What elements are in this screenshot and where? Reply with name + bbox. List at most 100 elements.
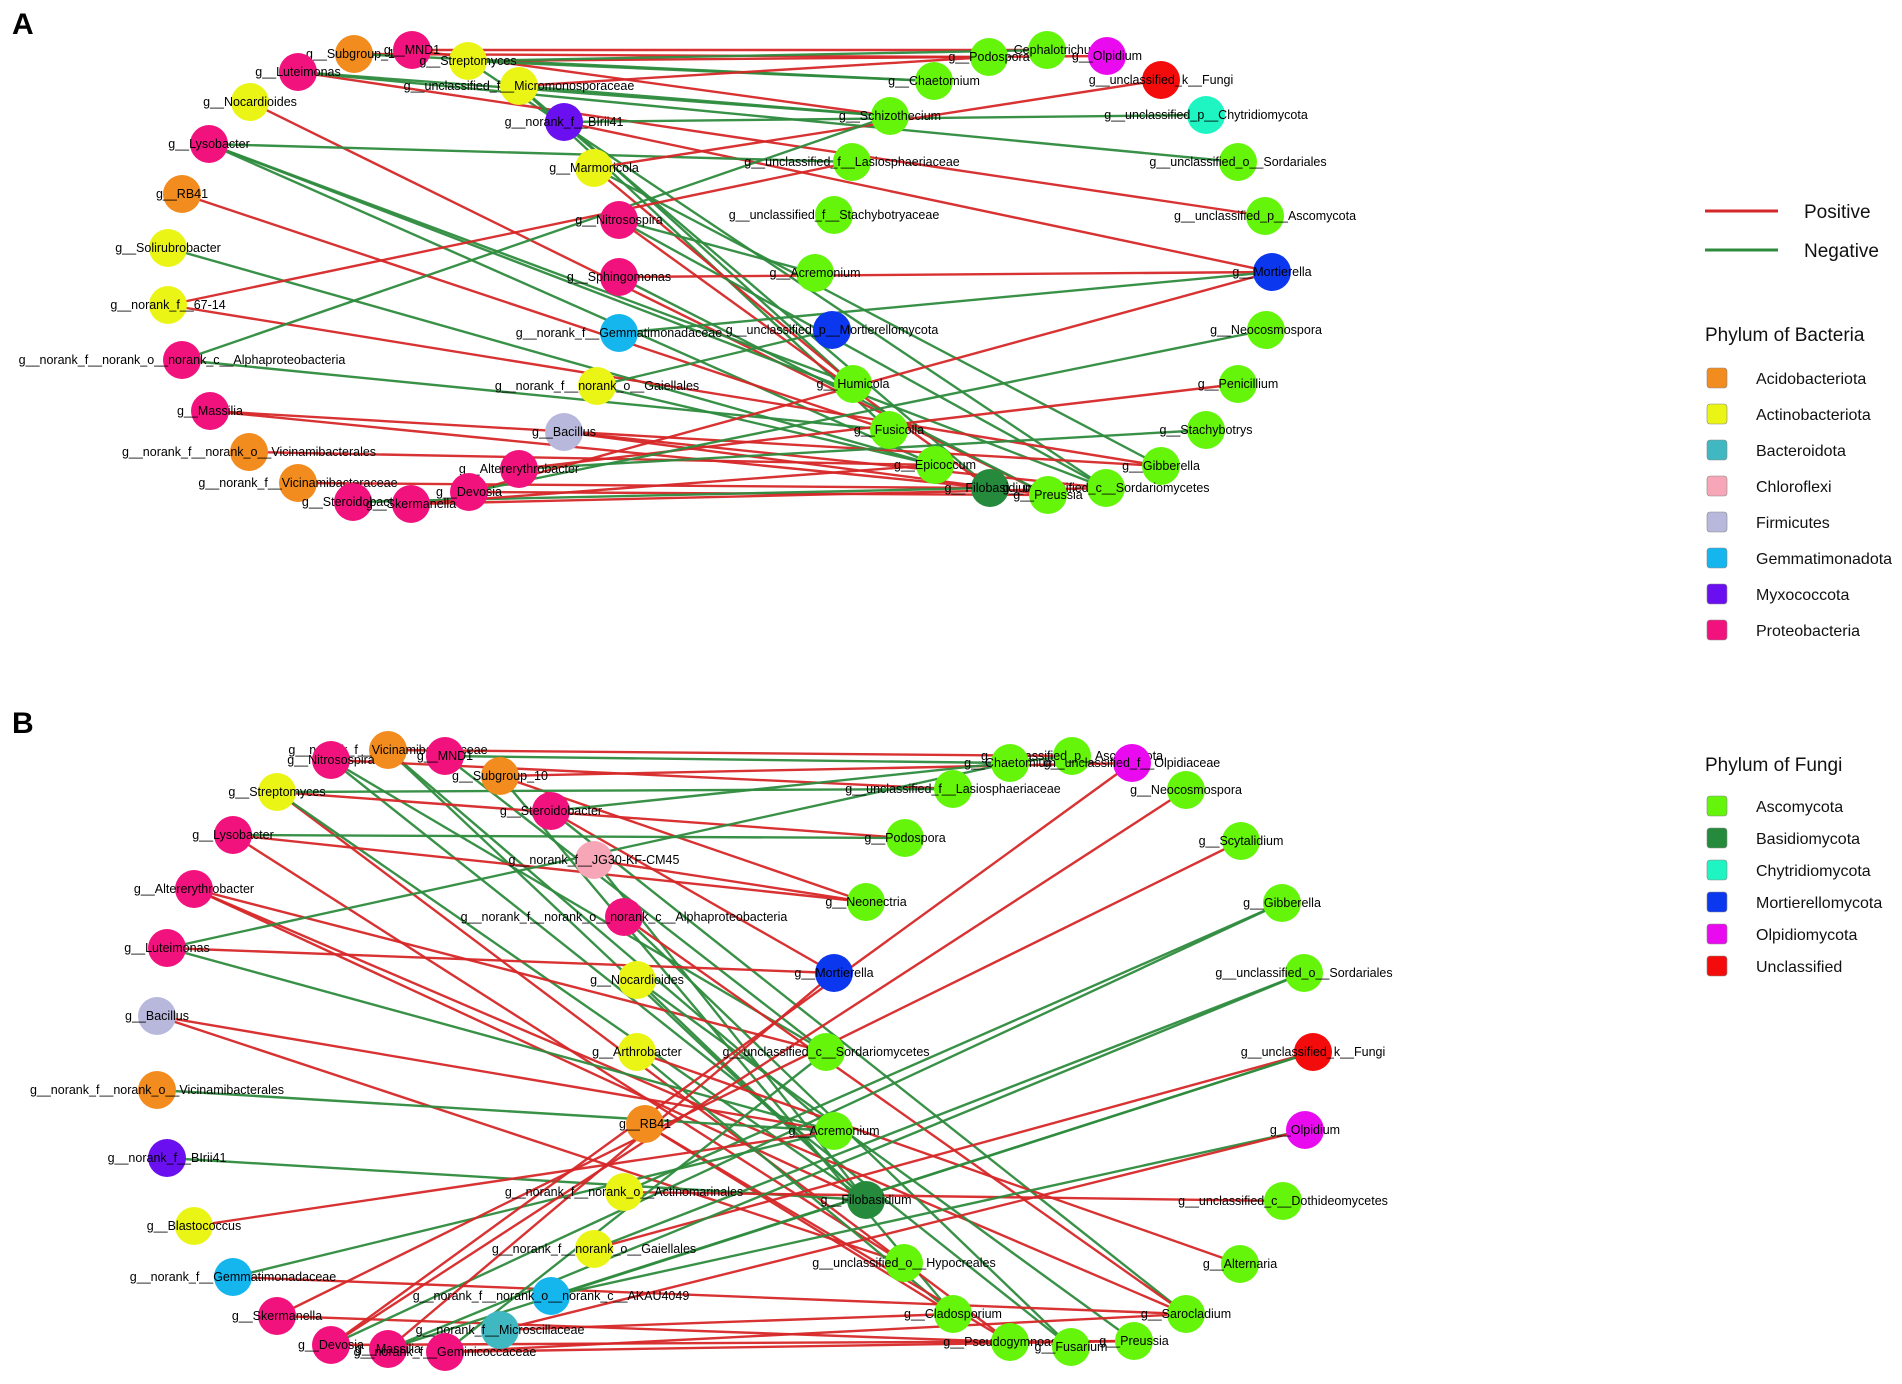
- node-circle: [1087, 469, 1125, 507]
- node-circle: [796, 254, 834, 292]
- node: g__Nocardioides: [590, 961, 684, 999]
- node-circle: [163, 175, 201, 213]
- node: g__unclassified_f__Micromonosporaceae: [404, 67, 634, 105]
- node: g__Altererythrobacter: [459, 450, 579, 488]
- edge-negative: [444, 754, 1011, 765]
- node-circle: [991, 744, 1029, 782]
- node: g__unclassified_f__Lasiosphaeriaceae: [845, 770, 1061, 808]
- node-label: g__Olpidium: [1072, 49, 1142, 63]
- node-circle: [575, 1230, 613, 1268]
- node-circle: [1187, 96, 1225, 134]
- edge-negative: [596, 328, 833, 388]
- node-circle: [605, 1173, 643, 1211]
- node-circle: [279, 53, 317, 91]
- node: g__norank_f__JG30-KF-CM45: [509, 841, 680, 879]
- node: g__Steroidobacter: [500, 792, 602, 830]
- node: g__Olpidium: [1072, 37, 1142, 75]
- node: g__Cladosporium: [904, 1295, 1002, 1333]
- bacteria-phylum-legend: Phylum of Bacteria AcidobacteriotaActino…: [1705, 325, 1892, 641]
- node: g__Nitrosospira: [575, 201, 663, 239]
- node-label: g__MND1: [384, 43, 440, 57]
- edge-positive: [563, 120, 1273, 274]
- edge-negative: [330, 758, 827, 1054]
- legend-label-mortie: Mortierellomycota: [1756, 895, 1882, 912]
- edge-positive: [167, 160, 853, 307]
- node-circle: [312, 1326, 350, 1364]
- node-label: g__Nitrosospira: [287, 753, 375, 767]
- node-label: g__unclassified_f__Olpidiaceae: [1044, 756, 1221, 770]
- node-label: g__Bacillus: [125, 1009, 189, 1023]
- edge-negative: [181, 114, 891, 362]
- node: g__Devosia: [298, 1326, 364, 1364]
- node-label: g__Preussia: [1099, 1334, 1169, 1348]
- node-circle: [971, 469, 1009, 507]
- node-label: g__Cephalotrichum: [993, 43, 1101, 57]
- node-circle: [1294, 1033, 1332, 1071]
- panel-b-nodes: g__norank_f__Vicinamibacteraceaeg__MND1g…: [30, 731, 1393, 1371]
- node-label: g__Sphingomonas: [567, 270, 671, 284]
- node-circle: [1113, 744, 1151, 782]
- node: g__Bacillus: [532, 413, 596, 451]
- node: g__unclassified_p__Mortierellomycota: [726, 311, 938, 349]
- node-label: g__Steroidobacter: [302, 495, 404, 509]
- node-label: g__Devosia: [298, 1338, 364, 1352]
- legend-swatch-basidio: [1706, 827, 1728, 849]
- node-label: g__Luteimonas: [255, 65, 340, 79]
- edge-negative: [623, 901, 1283, 1194]
- node: g__norank_f__BIrii41: [108, 1139, 227, 1177]
- panel-a-nodes: g__Subgroup_10g__MND1g__Streptomycesg__L…: [19, 31, 1356, 523]
- node: g__Mortierella: [794, 954, 874, 992]
- node-circle: [870, 411, 908, 449]
- node-circle: [1142, 447, 1180, 485]
- node: g__Olpidium: [1270, 1111, 1340, 1149]
- node-label: g__Alternaria: [1203, 1257, 1277, 1271]
- node-label: g__unclassified_f__Stachybotryaceae: [729, 208, 940, 222]
- edge-negative: [550, 810, 1187, 1315]
- legend-swatch-olpid: [1706, 923, 1728, 945]
- node-label: g__norank_f__Microscillaceae: [416, 1323, 585, 1337]
- legend-label-gemma: Gemmatimonadota: [1756, 551, 1892, 568]
- node-circle: [1286, 1111, 1324, 1149]
- node-label: g__norank_f__norank_o__Vicinamibacterale…: [30, 1083, 284, 1097]
- edge-negative: [467, 48, 1048, 63]
- node-circle: [970, 38, 1008, 76]
- node-label: g__norank_f__BIrii41: [108, 1151, 227, 1165]
- node-circle: [1142, 61, 1180, 99]
- positive-edge-label: Positive: [1804, 202, 1871, 223]
- edge-positive: [410, 463, 936, 506]
- node: g__norank_f__BIrii41: [505, 103, 623, 141]
- legend-label-myxo: Myxococcota: [1756, 587, 1849, 604]
- node-circle: [138, 997, 176, 1035]
- node-label: g__unclassified_o__Sordariales: [1149, 155, 1326, 169]
- node-label: g__Pseudogymnoascus: [943, 1335, 1076, 1349]
- edge-positive: [444, 1312, 1187, 1354]
- node-circle: [1115, 1322, 1153, 1360]
- edge-positive: [297, 70, 1266, 218]
- legend-label-asco: Ascomycota: [1756, 799, 1843, 816]
- legend-swatch-chloro: [1706, 475, 1728, 497]
- node: g__RB41: [619, 1105, 671, 1143]
- node: g__Blastococcus: [147, 1207, 241, 1245]
- node-circle: [214, 1258, 252, 1296]
- node: g__Filobasidium: [820, 1181, 912, 1219]
- negative-edge-label: Negative: [1804, 241, 1879, 262]
- node-circle: [815, 1112, 853, 1150]
- edge-negative: [208, 142, 854, 386]
- node-circle: [815, 954, 853, 992]
- node-circle: [393, 31, 431, 69]
- node-circle: [626, 1105, 664, 1143]
- node-circle: [575, 149, 613, 187]
- edge-negative: [156, 1088, 835, 1133]
- edge-positive: [518, 55, 990, 88]
- node: g__Solirubrobacter: [115, 229, 221, 267]
- edge-negative: [518, 84, 891, 118]
- node-circle: [578, 367, 616, 405]
- node-circle: [175, 1207, 213, 1245]
- node-label: g__Nitrosospira: [575, 213, 663, 227]
- edge-positive: [499, 1312, 954, 1332]
- edge-positive: [623, 916, 1187, 1315]
- edge-positive: [387, 748, 1073, 758]
- node-circle: [1219, 365, 1257, 403]
- node-label: g__RB41: [156, 187, 208, 201]
- edge-negative: [518, 428, 1207, 471]
